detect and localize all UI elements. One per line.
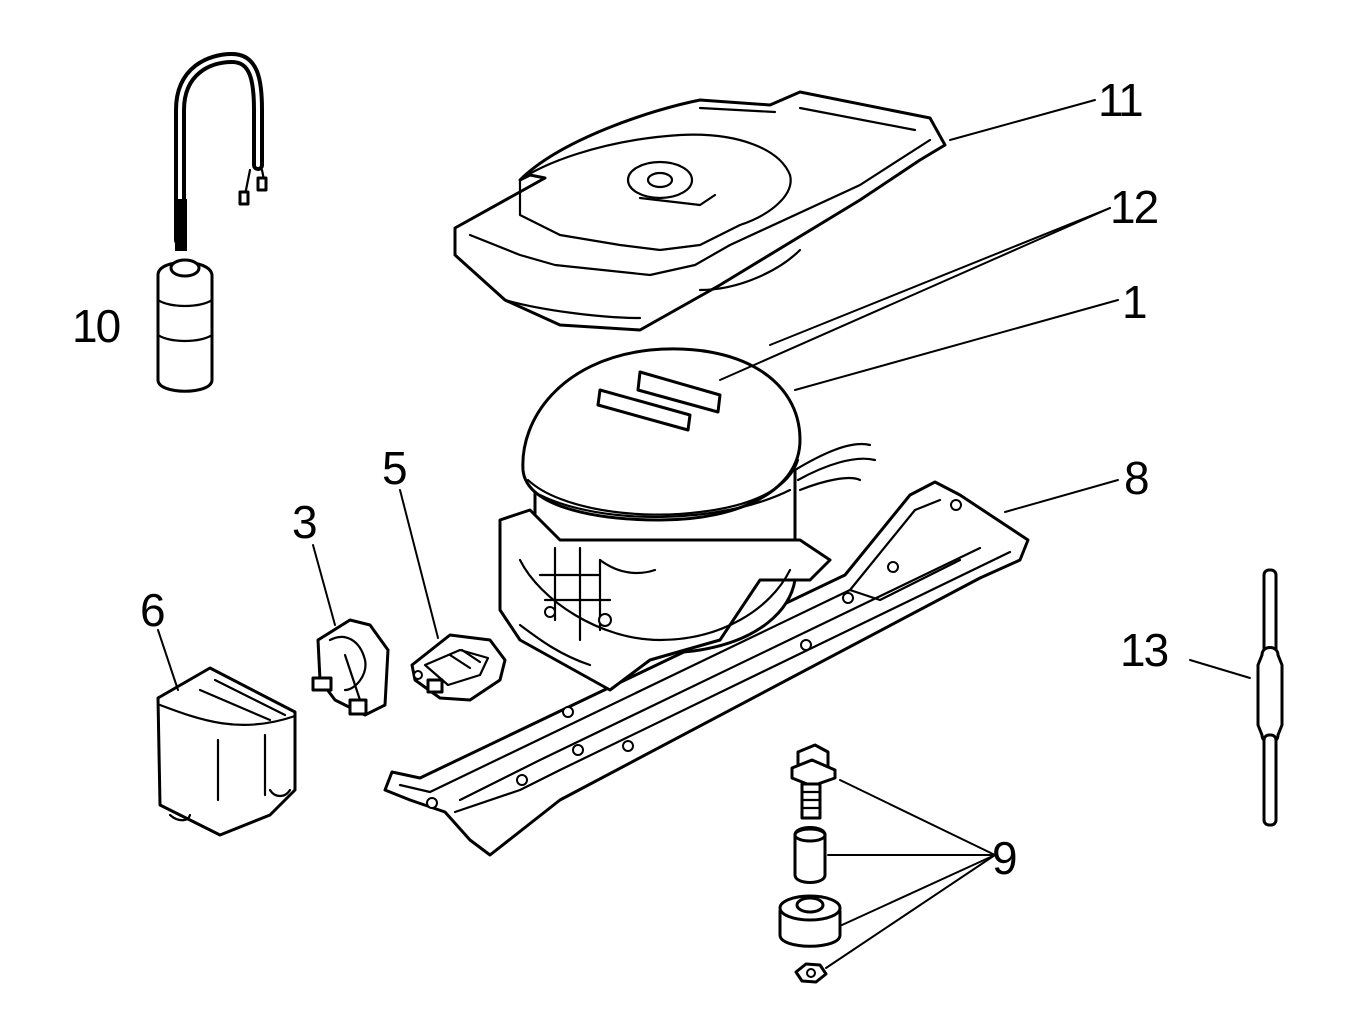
leader-13 (1189, 659, 1251, 679)
overload-protector-part-5 (410, 633, 507, 702)
leader-1 (794, 299, 1119, 391)
callout-8: 8 (1124, 452, 1148, 504)
callout-6: 6 (140, 584, 164, 636)
callout-5: 5 (382, 442, 406, 494)
leader-3 (312, 544, 336, 626)
callout-3: 3 (292, 496, 316, 548)
mounting-hardware-part-9 (778, 743, 842, 984)
callout-10: 10 (72, 300, 120, 352)
leader-8 (1004, 479, 1119, 513)
leader-lines (157, 99, 1251, 969)
callout-12: 12 (1110, 181, 1158, 233)
callout-13: 13 (1120, 624, 1168, 676)
callout-1: 1 (1122, 276, 1146, 328)
leader-12b (769, 207, 1111, 346)
filter-drier-part-13 (1256, 568, 1284, 827)
leader-12a (719, 207, 1111, 381)
capacitor-part-10 (156, 51, 268, 393)
leader-11 (949, 99, 1096, 141)
compressor-part-1 (498, 347, 877, 692)
leader-9a (839, 779, 996, 856)
callout-9: 9 (992, 832, 1016, 884)
callout-labels: 11 12 1 8 13 9 5 3 6 10 (72, 74, 1170, 884)
drip-tray-part-11 (453, 90, 947, 332)
leader-5 (399, 489, 439, 639)
relay-part-3 (311, 618, 390, 717)
relay-cover-part-6 (156, 666, 297, 837)
leader-9c (841, 854, 996, 926)
callout-11: 11 (1098, 74, 1142, 126)
base-plate-part-8 (383, 480, 1030, 857)
leader-6 (157, 629, 179, 691)
leader-9d (825, 854, 996, 969)
